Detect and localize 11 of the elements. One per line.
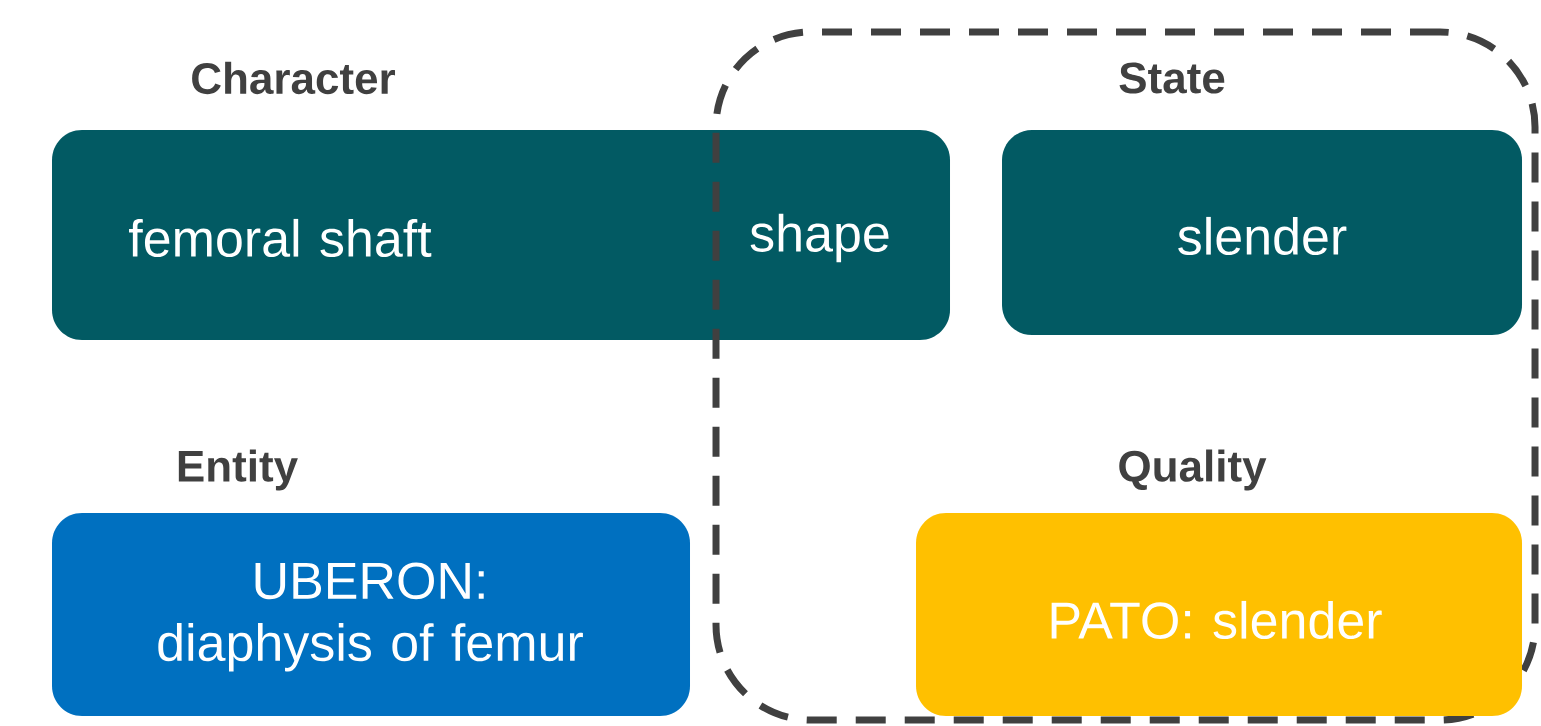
term-box: PATO: slender — [916, 513, 1522, 716]
term-box: UBERON: diaphysis of femur — [52, 513, 690, 716]
category-heading: Entity — [178, 449, 298, 491]
term-box: femoral shaft shape — [52, 130, 950, 340]
dashed-group-outline — [712, 28, 1539, 724]
category-heading: Character — [192, 61, 395, 95]
node-label: femoral shaft — [129, 218, 432, 258]
node-label: shape — [750, 213, 889, 263]
category-heading: State — [1119, 62, 1225, 94]
term-box: slender — [1002, 130, 1522, 335]
category-heading: Quality — [1119, 449, 1267, 491]
